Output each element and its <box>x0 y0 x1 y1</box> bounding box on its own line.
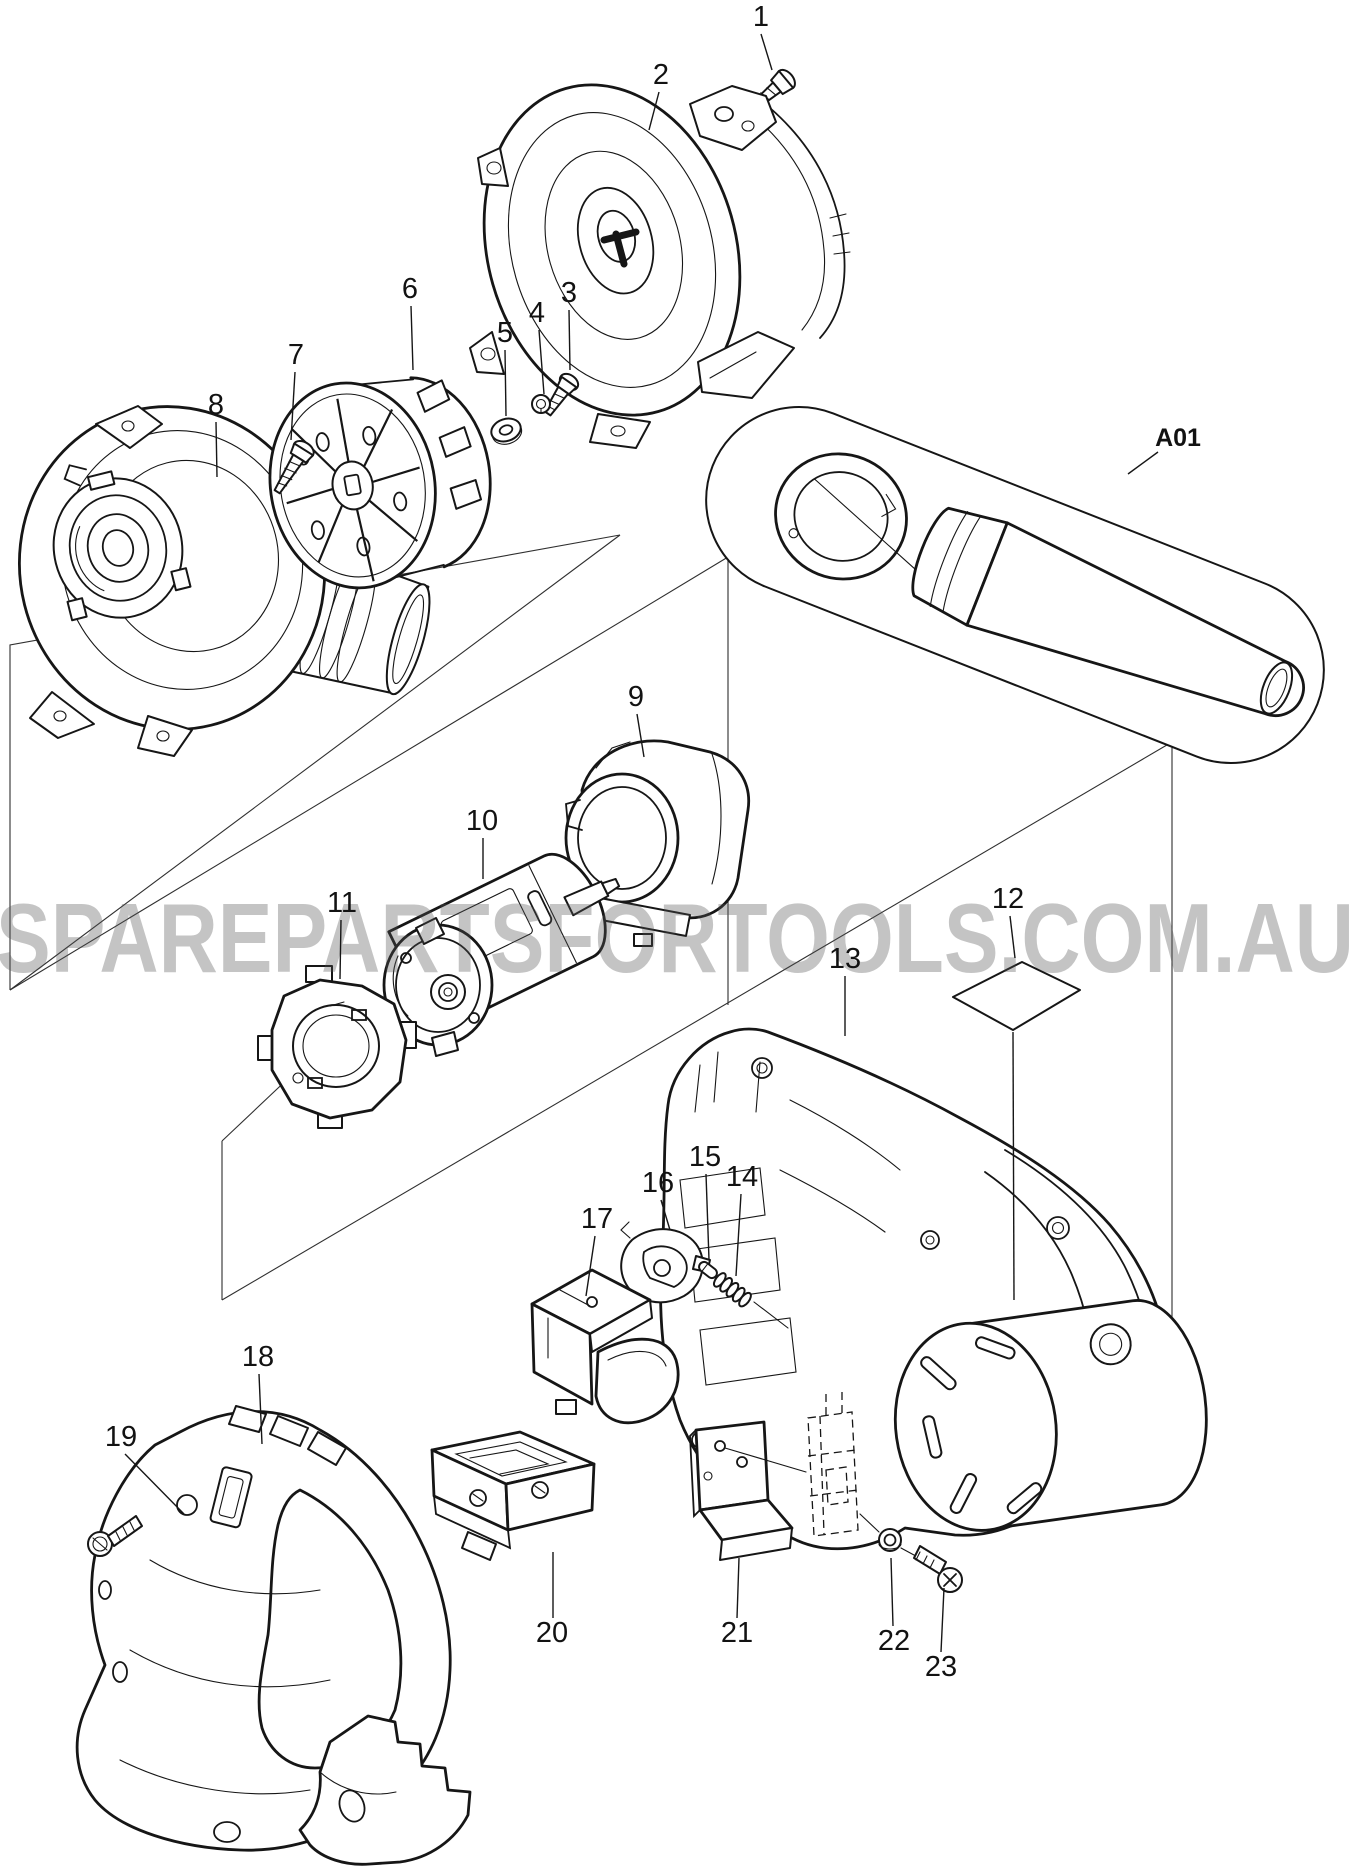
part-label-15: 15 <box>689 1141 721 1173</box>
part-a01-nozzle-kit <box>705 405 1325 765</box>
part-11-end-bracket <box>257 965 417 1129</box>
leader-line-4 <box>538 329 545 395</box>
part-label-7: 7 <box>288 339 304 371</box>
part-label-6: 6 <box>402 273 418 305</box>
leader-line-17 <box>585 1235 596 1297</box>
part-label-8: 8 <box>208 389 224 421</box>
watermark: SPAREPARTSFORTOOLS.COM.AU <box>0 883 1350 993</box>
leader-line-9 <box>636 713 645 758</box>
part-8-bearing-retainer <box>52 464 192 622</box>
part-4-nut <box>531 394 551 414</box>
part-label-2: 2 <box>653 59 669 91</box>
part-12-sheet <box>952 961 1081 1031</box>
leader-line-1 <box>760 33 773 71</box>
part-label-13: 13 <box>829 943 861 975</box>
part-label-9: 9 <box>628 681 644 713</box>
leader-line-6 <box>410 305 414 371</box>
part-5-washer <box>490 417 523 445</box>
part-8-blower-housing <box>17 405 431 757</box>
leader-line-16 <box>660 1199 671 1231</box>
leader-line-18 <box>258 1373 263 1445</box>
leader-line-2 <box>648 91 660 131</box>
part-label-10: 10 <box>466 805 498 837</box>
leader-line-8 <box>215 421 218 478</box>
part-2-fan-housing-cover <box>469 83 851 449</box>
group-boxes <box>9 534 1173 1338</box>
part-18-housing-left <box>75 1405 472 1866</box>
part-label-1: 1 <box>753 1 769 33</box>
a01-nozzle <box>911 506 1305 717</box>
part-19-screw <box>87 1515 143 1557</box>
part-label-19: 19 <box>105 1421 137 1453</box>
part-10-motor <box>382 852 621 1057</box>
part-label-3: 3 <box>561 277 577 309</box>
a01-ring <box>774 452 927 581</box>
part-7-screw <box>273 440 315 495</box>
leader-line-3 <box>568 309 571 371</box>
leader-line-19 <box>124 1453 185 1515</box>
leader-line-5 <box>504 349 507 417</box>
part-label-11: 11 <box>327 887 357 919</box>
part-label-A01: A01 <box>1155 424 1201 452</box>
part-label-4: 4 <box>529 297 545 329</box>
part-label-22: 22 <box>878 1625 910 1657</box>
part-label-23: 23 <box>925 1651 957 1683</box>
part-20-terminal-block <box>430 1430 596 1561</box>
part-22-nut <box>878 1528 902 1552</box>
part-23-screw <box>913 1545 963 1593</box>
hidden-connector <box>807 1392 859 1537</box>
part-16-dial <box>620 1221 711 1304</box>
leader-line-12 <box>1009 915 1016 959</box>
leader-line-14 <box>735 1193 742 1277</box>
part-17-switch <box>530 1268 680 1425</box>
part-label-18: 18 <box>242 1341 274 1373</box>
leader-line-23 <box>940 1587 945 1653</box>
part-label-21: 21 <box>721 1617 753 1649</box>
part-14-spring <box>712 1272 752 1308</box>
leader-line-7 <box>290 371 296 441</box>
leader-line-A01 <box>1127 451 1159 475</box>
part-13-housing-right <box>659 1027 1208 1551</box>
leader-line-15 <box>705 1173 710 1261</box>
part-13-motor-cup <box>893 1299 1208 1532</box>
part-label-16: 16 <box>642 1167 674 1199</box>
part-21-bracket <box>689 1420 794 1561</box>
part-label-5: 5 <box>497 317 513 349</box>
part-label-14: 14 <box>726 1161 758 1193</box>
leader-line-11 <box>339 919 342 980</box>
leader-line-22 <box>890 1557 894 1627</box>
leader-line-21 <box>736 1557 740 1619</box>
part-9-baffle-ring <box>564 739 751 947</box>
leader-line-12 <box>1012 1031 1015 1301</box>
part-label-20: 20 <box>536 1617 568 1649</box>
part-label-12: 12 <box>992 883 1024 915</box>
part-label-17: 17 <box>581 1203 613 1235</box>
part-15-pin <box>698 1260 718 1280</box>
part-6-fan <box>268 376 492 590</box>
